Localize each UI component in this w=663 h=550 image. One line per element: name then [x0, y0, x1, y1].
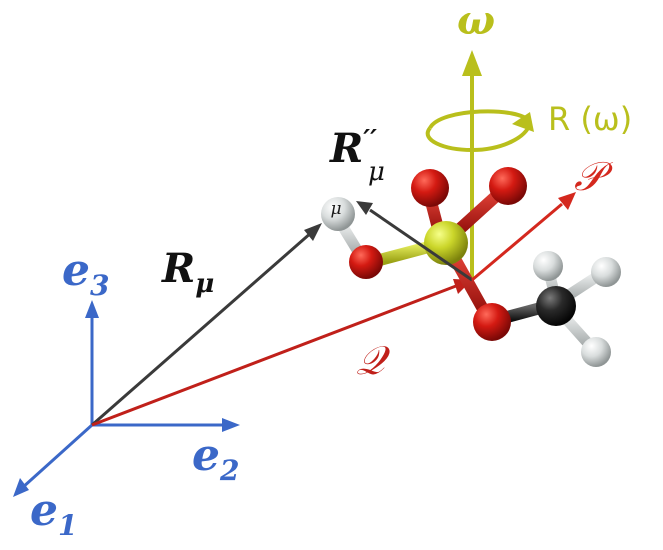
front-vectors: [356, 112, 576, 282]
e1-axis: [20, 423, 94, 490]
R-mu-double-prime-label: R′′: [329, 125, 377, 172]
e1-label: e1: [30, 485, 77, 542]
atom-mu-label: μ: [330, 199, 341, 219]
P-arrowhead: [558, 192, 576, 210]
e3-arrowhead: [85, 300, 99, 318]
oxygen-atom-top-right: [489, 167, 527, 205]
e1-arrowhead: [13, 478, 29, 497]
oxygen-atom-top-left: [411, 169, 449, 207]
rotation-arrowhead: [512, 112, 534, 132]
omega-arrowhead: [462, 50, 482, 76]
rotation-label: R (ω): [548, 100, 632, 138]
R-mu-double-prime-sub: μ: [368, 157, 385, 187]
omega-label: ω: [457, 0, 495, 44]
oxygen-atom-left: [349, 245, 383, 279]
e2-label: e2: [192, 430, 239, 487]
R-mu-arrowhead: [304, 223, 322, 241]
hydrogen-atom-2: [591, 257, 621, 287]
rotation-arc-back: [428, 109, 532, 130]
P-label: 𝒫: [574, 154, 614, 200]
molecule: μ: [321, 167, 621, 367]
Q-vector: [91, 284, 457, 427]
P-vector: [471, 202, 563, 282]
oxygen-atom-bottom: [473, 303, 511, 341]
phosphorus-atom: [424, 221, 468, 265]
hydrogen-atom-3: [581, 337, 611, 367]
e2-arrowhead: [222, 418, 240, 432]
R-mu-vector: [91, 230, 313, 427]
carbon-atom: [536, 286, 576, 326]
basis-axes: [13, 300, 240, 497]
e3-label: e3: [62, 245, 109, 302]
R-mu-label: Rμ: [161, 245, 214, 299]
R-mu-double-prime-arrowhead: [356, 201, 373, 215]
hydrogen-atom-mu: [321, 197, 355, 231]
R-mu-double-prime-vector: [369, 208, 473, 282]
hydrogen-atom-1: [533, 251, 563, 281]
Q-label: 𝒬: [356, 338, 391, 384]
rotation-arc-front: [425, 121, 532, 153]
